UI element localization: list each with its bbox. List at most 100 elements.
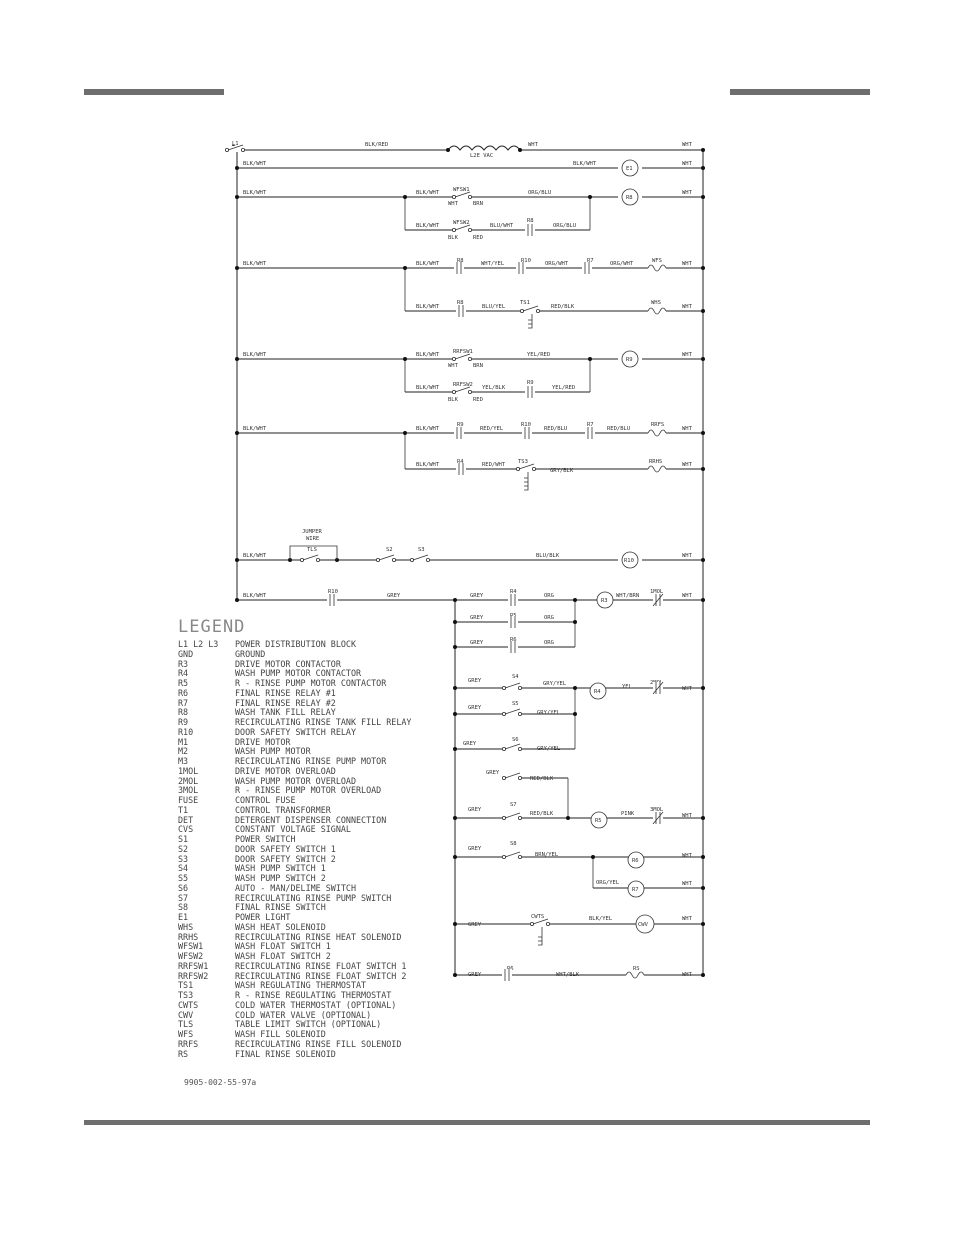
- legend-desc: WASH PUMP SWITCH 2: [235, 873, 326, 883]
- junction-dot: [701, 816, 705, 820]
- junction-dot: [453, 816, 457, 820]
- svg-text:S6: S6: [512, 737, 519, 743]
- legend-code: 2MOL: [178, 775, 199, 786]
- legend-desc: RECIRCULATING RINSE TANK FILL RELAY: [235, 717, 412, 727]
- svg-text:CWTS: CWTS: [531, 914, 544, 920]
- svg-text:YEL/BLK: YEL/BLK: [482, 385, 506, 391]
- svg-text:GREY: GREY: [470, 615, 484, 621]
- cwts-bulb: [538, 927, 543, 946]
- legend-code: R8: [178, 707, 189, 718]
- contact-9-gap: [508, 641, 518, 653]
- switch-6-pin-b: [518, 776, 523, 781]
- solenoid-2-zig: [647, 429, 667, 437]
- legend-row: 2MOL WASH PUMP MOTOR OVERLOAD: [178, 775, 411, 787]
- switch-10-blade: [522, 305, 539, 312]
- switch-15-pin-b: [467, 389, 472, 394]
- switch-11-blade: [518, 463, 535, 470]
- switch-4-blade: [504, 708, 521, 715]
- junction-dot: [701, 467, 705, 471]
- switch-14-pin-b: [467, 356, 472, 361]
- junction-dot: [235, 558, 239, 562]
- legend-desc: WASH PUMP MOTOR OVERLOAD: [235, 775, 357, 786]
- svg-text:WHT: WHT: [682, 686, 693, 692]
- svg-text:R8: R8: [457, 258, 464, 264]
- svg-text:S8: S8: [510, 841, 517, 847]
- legend-code: CWTS: [178, 999, 199, 1010]
- relay-r4-coil: [589, 682, 607, 700]
- junction-dot: [403, 266, 407, 270]
- legend-code: R10: [178, 726, 194, 737]
- label-l1: L1: [232, 141, 239, 147]
- switch-3-blade: [504, 682, 521, 689]
- svg-text:BLK/WHT: BLK/WHT: [416, 462, 440, 468]
- legend-desc: GROUND: [235, 648, 266, 659]
- junction-dot: [235, 598, 239, 602]
- legend-desc: WASH HEAT SOLENOID: [235, 921, 326, 932]
- svg-text:R7: R7: [587, 258, 594, 264]
- svg-text:RED/BLK: RED/BLK: [530, 811, 554, 817]
- solenoid-1-gap: [648, 307, 666, 315]
- svg-text:R9: R9: [457, 422, 464, 428]
- svg-text:R10: R10: [624, 558, 634, 564]
- legend-code: TLS: [178, 1019, 194, 1030]
- legend-code: S2: [178, 843, 189, 854]
- legend-title: LEGEND: [178, 617, 246, 637]
- legend-row: S8 FINAL RINSE SWITCH: [178, 902, 411, 913]
- legend-code: WFSW2: [178, 951, 204, 961]
- legend-code: M2: [178, 746, 189, 757]
- junction-dot: [701, 922, 705, 926]
- svg-text:WHT: WHT: [528, 142, 539, 148]
- switch-13-gap: [453, 226, 471, 232]
- legend-code: S1: [178, 834, 189, 844]
- legend-code: M1: [178, 736, 189, 747]
- switch-13-pin-b: [467, 227, 472, 232]
- switch-9-gap: [531, 920, 549, 926]
- svg-text:BLK/WHT: BLK/WHT: [416, 304, 440, 310]
- switch-8-pin-b: [518, 855, 523, 860]
- legend-code: RS: [178, 1048, 189, 1059]
- junction-dot: [453, 922, 457, 926]
- relay-r8-coil: [621, 188, 639, 206]
- junction-dot: [235, 266, 239, 270]
- legend-desc: WASH PUMP SWITCH 1: [235, 863, 326, 874]
- switch-11-pin-b: [532, 466, 537, 471]
- svg-text:WFSW2: WFSW2: [453, 220, 470, 226]
- svg-text:GREY: GREY: [468, 678, 482, 684]
- legend-code: R6: [178, 687, 189, 698]
- svg-text:BLK/WHT: BLK/WHT: [243, 553, 267, 559]
- legend-desc: WASH FLOAT SWITCH 2: [235, 951, 331, 961]
- contact-11-gap: [454, 427, 464, 439]
- svg-text:R6: R6: [632, 858, 639, 864]
- svg-text:YEL/RED: YEL/RED: [527, 352, 550, 358]
- cold-water-valve: [635, 914, 655, 934]
- switch-12-pin-b: [467, 194, 472, 199]
- legend-row: WFSW2 WASH FLOAT SWITCH 2: [178, 951, 411, 962]
- legend-desc: POWER DISTRIBUTION BLOCK: [235, 639, 357, 649]
- svg-text:BLK/WHT: BLK/WHT: [243, 426, 267, 432]
- legend-desc: FINAL RINSE SWITCH: [235, 902, 326, 913]
- legend-code: S8: [178, 902, 189, 913]
- junction-dot: [701, 148, 705, 152]
- svg-text:TS1: TS1: [520, 300, 530, 306]
- legend-code: WFSW1: [178, 941, 204, 952]
- switch-12-gap: [453, 193, 471, 199]
- switch-8-blade: [504, 851, 521, 858]
- legend-code: RRFSW2: [178, 970, 209, 981]
- svg-text:RRFS: RRFS: [651, 422, 664, 428]
- svg-text:R6: R6: [510, 637, 517, 643]
- junction-dot: [453, 645, 457, 649]
- svg-text:GRY/YEL: GRY/YEL: [537, 710, 561, 716]
- legend-desc: R - RINSE REGULATING THERMOSTAT: [235, 990, 392, 1000]
- solenoid-1-zig: [647, 307, 667, 315]
- svg-text:ORG/WHT: ORG/WHT: [545, 261, 569, 267]
